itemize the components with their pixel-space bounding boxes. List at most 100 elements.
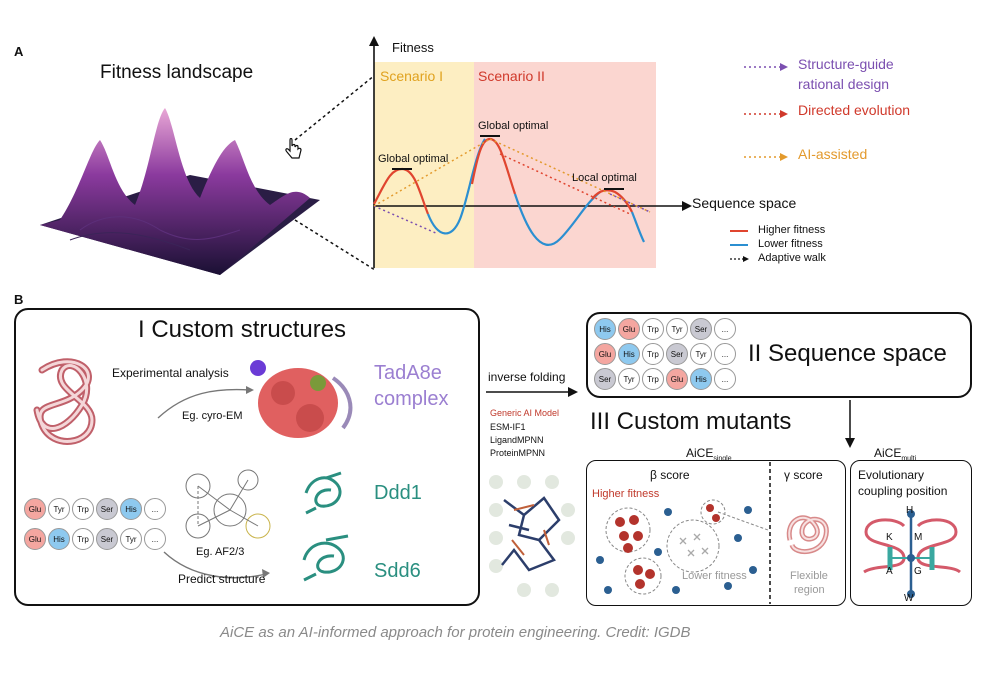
amino-acid-his: His <box>120 498 142 520</box>
flexible-region-image <box>786 515 829 555</box>
lower-fitness-label: Lower fitness <box>682 570 747 582</box>
legend-adaptive-walk: Adaptive walk <box>758 252 826 264</box>
evo-line1: Evolutionary <box>858 468 925 482</box>
model-ligandmpnn: LigandMPNN <box>490 435 544 445</box>
beta-score-label: β score <box>650 468 690 482</box>
af-label: Eg. AF2/3 <box>196 546 245 558</box>
peak-1-label: Global optimal <box>378 153 449 165</box>
legend-directed: Directed evolution <box>798 102 911 118</box>
tada8e-complex-image <box>250 360 353 438</box>
experimental-arrow <box>157 386 254 419</box>
coupling-letter-h: H <box>906 505 914 516</box>
amino-acid-trp: Trp <box>642 343 664 365</box>
aice-multi-text: AiCE <box>874 446 902 460</box>
sequence-space-title: II Sequence space <box>748 340 947 367</box>
ddd1-structure-image <box>304 471 342 515</box>
amino-acid-trp: Trp <box>72 528 94 550</box>
higher-fitness-label: Higher fitness <box>592 488 660 500</box>
amino-acid-dotsdotsdots: ... <box>714 343 736 365</box>
ddd1-label: Ddd1 <box>374 482 422 504</box>
legend-arrow-orange <box>744 153 788 161</box>
amino-acid-glu: Glu <box>24 528 46 550</box>
amino-acid-dotsdotsdots: ... <box>714 368 736 390</box>
coupling-letter-g: G <box>914 566 922 577</box>
mutant-scatter <box>596 499 768 595</box>
y-axis-label: Fitness <box>392 40 434 55</box>
legend-arrow-red <box>744 110 788 118</box>
legend-arrow-purple <box>744 63 788 71</box>
legend-ai: AI-assisted <box>798 146 868 162</box>
score-divider <box>769 462 771 604</box>
legend-structure-line1: Structure-guide <box>798 56 894 72</box>
model-proteinmpnn: ProteinMPNN <box>490 448 546 458</box>
legend-higher-fitness: Higher fitness <box>758 224 826 236</box>
amino-acid-tyr: Tyr <box>618 368 640 390</box>
coupling-letter-m: M <box>914 532 923 543</box>
amino-acid-tyr: Tyr <box>120 528 142 550</box>
scenario-1-area <box>374 62 474 268</box>
custom-mutants-title: III Custom mutants <box>590 408 792 435</box>
predict-arrow <box>163 551 270 579</box>
amino-acid-ser: Ser <box>666 343 688 365</box>
amino-acid-glu: Glu <box>594 343 616 365</box>
peak-3-label: Local optimal <box>572 172 637 184</box>
coupling-letter-k: K <box>886 532 893 543</box>
amino-acid-tyr: Tyr <box>690 343 712 365</box>
cryo-em-label: Eg. cyro-EM <box>182 410 243 422</box>
coupling-letter-w: W <box>904 593 914 604</box>
flexible-line1: Flexible <box>790 570 828 582</box>
evo-line2: coupling position <box>858 484 948 498</box>
custom-structures-box <box>14 308 480 606</box>
model-esm-if1: ESM-IF1 <box>490 422 526 432</box>
sdd6-structure-image <box>302 534 349 582</box>
amino-acid-trp: Trp <box>642 318 664 340</box>
amino-acid-his: His <box>690 368 712 390</box>
panel-a-letter: A <box>14 44 24 59</box>
gamma-score-label: γ score <box>784 468 823 482</box>
amino-acid-tyr: Tyr <box>666 318 688 340</box>
flexible-line2: region <box>794 584 825 596</box>
amino-acid-trp: Trp <box>642 368 664 390</box>
amino-acid-his: His <box>48 528 70 550</box>
amino-acid-trp: Trp <box>72 498 94 520</box>
amino-acid-ser: Ser <box>96 498 118 520</box>
aice-single-text: AiCE <box>686 446 714 460</box>
down-arrow <box>845 400 855 448</box>
scenario-1-label: Scenario I <box>380 68 444 84</box>
predict-structure-label: Predict structure <box>178 572 266 586</box>
amino-acid-glu: Glu <box>24 498 46 520</box>
coupling-letter-a: A <box>886 566 893 577</box>
aice-multi-label: AiCEmulti <box>874 446 916 462</box>
inverse-folding-arrow <box>486 387 578 397</box>
landscape-title: Fitness landscape <box>100 62 254 83</box>
amino-acid-glu: Glu <box>618 318 640 340</box>
custom-structures-title: I Custom structures <box>138 316 347 343</box>
amino-acid-ser: Ser <box>594 368 616 390</box>
aice-single-sub: single <box>713 455 732 463</box>
legend-structure-line2: rational design <box>798 76 890 92</box>
aice-multi-sub: multi <box>901 455 917 463</box>
amino-acid-his: His <box>618 343 640 365</box>
amino-acid-glu: Glu <box>666 368 688 390</box>
amino-acid-dotsdotsdots: ... <box>144 528 166 550</box>
amino-acid-ser: Ser <box>96 528 118 550</box>
fitness-curve-plot <box>369 36 692 268</box>
aice-single-label: AiCEsingle <box>686 446 732 462</box>
legend-lines-icons <box>730 230 749 262</box>
x-axis-label: Sequence space <box>692 195 797 211</box>
coupling-diagram <box>863 510 961 598</box>
molecule-image <box>489 475 575 597</box>
tada8e-line1: TadA8e <box>374 362 442 384</box>
amino-acid-his: His <box>594 318 616 340</box>
structure-network-diagram <box>185 469 271 539</box>
experimental-analysis-label: Experimental analysis <box>112 366 229 380</box>
inverse-folding-label: inverse folding <box>488 370 566 384</box>
legend-lower-fitness: Lower fitness <box>758 238 823 250</box>
protein-ribbon-image <box>33 358 96 445</box>
sdd6-label: Sdd6 <box>374 560 421 582</box>
hand-cursor-icon <box>285 138 302 159</box>
amino-acid-dotsdotsdots: ... <box>714 318 736 340</box>
fitness-landscape-image <box>40 108 320 275</box>
